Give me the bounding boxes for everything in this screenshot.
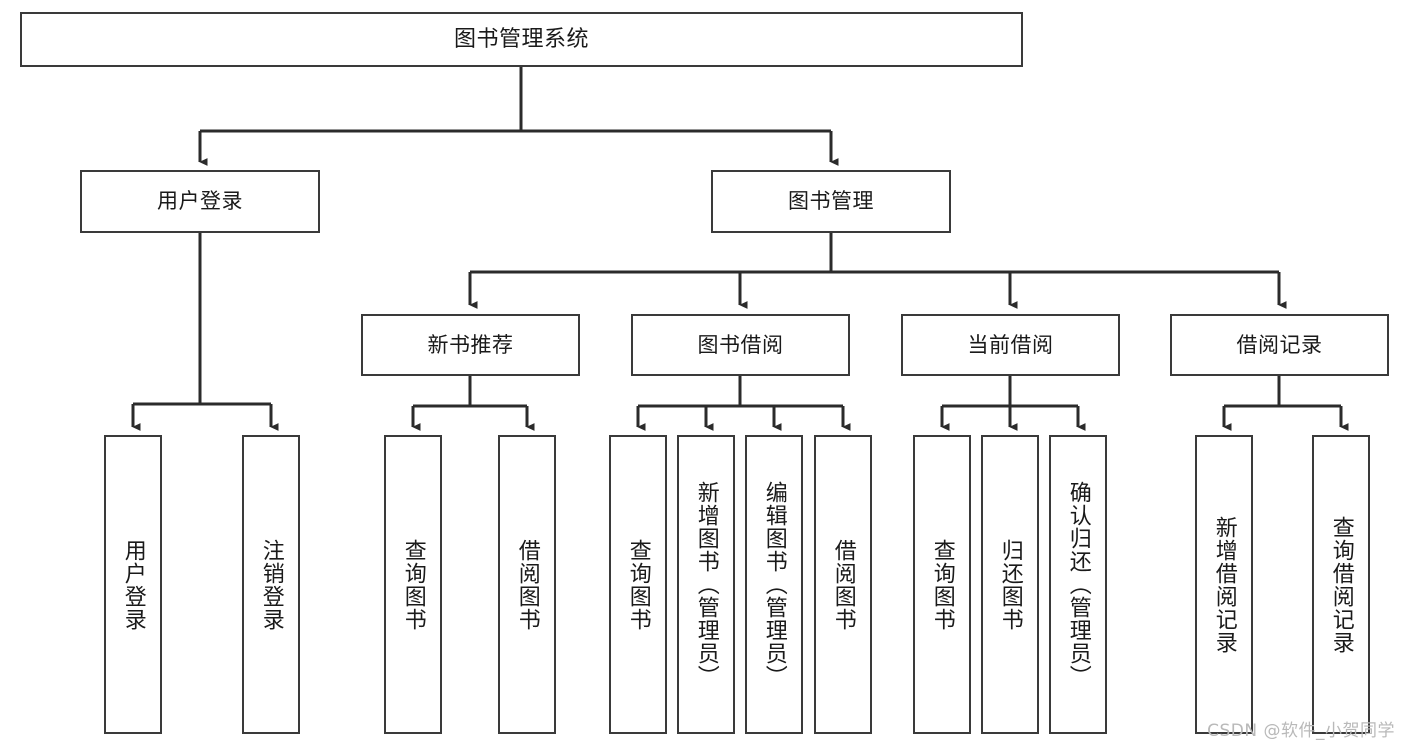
node-new-book-recommend[interactable]: 新书推荐	[361, 314, 580, 376]
node-leaf-return-book-label: 归还图书	[997, 538, 1023, 631]
node-new-book-recommend-label: 新书推荐	[427, 332, 514, 357]
node-user-login[interactable]: 用户登录	[80, 170, 320, 233]
node-leaf-query-book-current[interactable]: 查询图书	[913, 435, 971, 734]
node-borrow-record[interactable]: 借阅记录	[1170, 314, 1389, 376]
node-leaf-logout-label: 注销登录	[258, 538, 284, 631]
node-leaf-borrow-book-recommend[interactable]: 借阅图书	[498, 435, 556, 734]
node-user-login-label: 用户登录	[157, 189, 243, 214]
edge-userlogin-to-leaves	[131, 233, 279, 431]
node-leaf-user-login[interactable]: 用户登录	[104, 435, 162, 734]
node-book-management[interactable]: 图书管理	[711, 170, 951, 233]
node-leaf-add-borrow-record[interactable]: 新增借阅记录	[1195, 435, 1253, 734]
edge-bookmgmt-to-level3	[468, 233, 1287, 309]
node-book-borrow[interactable]: 图书借阅	[631, 314, 850, 376]
node-book-management-label: 图书管理	[788, 189, 874, 214]
node-root-system[interactable]: 图书管理系统	[20, 12, 1023, 67]
node-leaf-query-borrow-record-label: 查询借阅记录	[1328, 515, 1354, 654]
node-leaf-confirm-return-admin[interactable]: 确认归还（管理员）	[1049, 435, 1107, 734]
node-leaf-add-book-admin[interactable]: 新增图书（管理员）	[677, 435, 735, 734]
node-current-borrow[interactable]: 当前借阅	[901, 314, 1120, 376]
node-book-borrow-label: 图书借阅	[697, 332, 784, 357]
node-leaf-confirm-return-admin-label: 确认归还（管理员）	[1065, 481, 1091, 688]
node-leaf-user-login-label: 用户登录	[120, 538, 146, 631]
node-leaf-query-borrow-record[interactable]: 查询借阅记录	[1312, 435, 1370, 734]
edge-bookborrow-to-leaves	[636, 376, 851, 431]
node-root-system-label: 图书管理系统	[453, 26, 589, 52]
node-leaf-borrow-book-label: 借阅图书	[830, 538, 856, 631]
node-leaf-logout[interactable]: 注销登录	[242, 435, 300, 734]
node-leaf-edit-book-admin-label: 编辑图书（管理员）	[761, 481, 787, 688]
node-leaf-add-borrow-record-label: 新增借阅记录	[1211, 515, 1237, 654]
node-leaf-query-book-recommend-label: 查询图书	[400, 538, 426, 631]
edge-currentborrow-to-leaves	[940, 376, 1086, 431]
node-borrow-record-label: 借阅记录	[1236, 332, 1323, 357]
node-leaf-query-book-borrow[interactable]: 查询图书	[609, 435, 667, 734]
node-leaf-query-book-borrow-label: 查询图书	[625, 538, 651, 631]
node-leaf-add-book-admin-label: 新增图书（管理员）	[693, 481, 719, 688]
node-leaf-borrow-book-recommend-label: 借阅图书	[514, 538, 540, 631]
node-leaf-query-book-recommend[interactable]: 查询图书	[384, 435, 442, 734]
node-leaf-query-book-current-label: 查询图书	[929, 538, 955, 631]
csdn-watermark: CSDN @软件_小贺同学	[1207, 721, 1395, 741]
edge-borrowrecord-to-leaves	[1222, 376, 1349, 431]
edge-newbook-to-leaves	[411, 376, 535, 431]
node-current-borrow-label: 当前借阅	[967, 332, 1054, 357]
node-leaf-return-book[interactable]: 归还图书	[981, 435, 1039, 734]
node-leaf-borrow-book[interactable]: 借阅图书	[814, 435, 872, 734]
edge-root-to-level2	[198, 67, 839, 166]
node-leaf-edit-book-admin[interactable]: 编辑图书（管理员）	[745, 435, 803, 734]
